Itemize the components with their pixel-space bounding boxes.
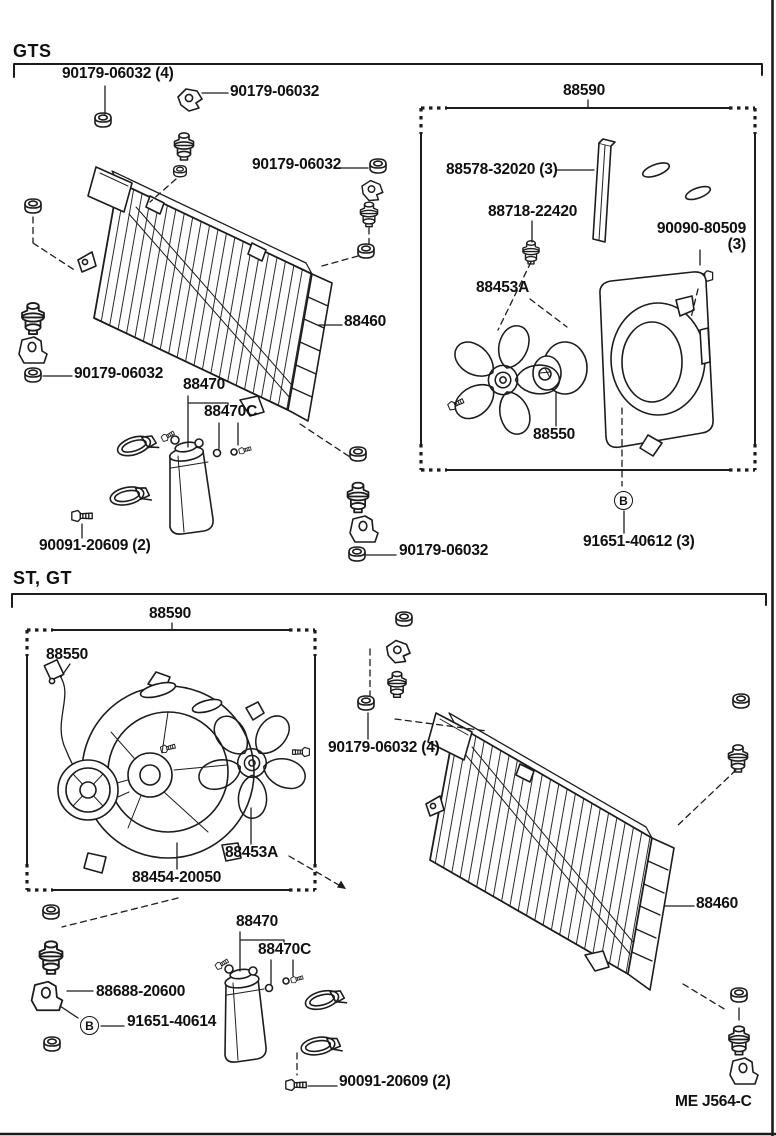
- part-label-screw-small-gts: 90090-80509 (3): [656, 220, 747, 254]
- part-label-clip-nut-gts-a: 90179-06032: [230, 83, 320, 100]
- pad-part: [684, 185, 712, 201]
- nut-part: [357, 243, 375, 259]
- clip-part: [177, 88, 203, 112]
- part-label-seal-strip-gts: 88578-32020 (3): [446, 161, 558, 178]
- fitting-ring-part: [264, 983, 274, 993]
- gts-receiver-drier-drawing: [160, 429, 214, 535]
- pad-part: [641, 162, 671, 178]
- part-label-receiver-st: 88470: [236, 913, 279, 930]
- gts-shroud-drawing: [599, 271, 714, 457]
- part-label-screw-small-qty: (3): [727, 236, 747, 254]
- grommet-part: [728, 1025, 750, 1056]
- section-title-st-gt: ST, GT: [13, 568, 73, 588]
- part-label-fan-gts: 88453A: [476, 279, 530, 296]
- part-label-clip-nut-qty4-st: 90179-06032 (4): [328, 739, 440, 756]
- st-receiver-drier-drawing: [214, 957, 267, 1063]
- part-label-condenser-st: 88460: [696, 895, 739, 912]
- part-label-bolt-b-gts: 91651-40612 (3): [583, 533, 695, 550]
- screw-part: [285, 1078, 307, 1092]
- nut-part: [172, 164, 188, 178]
- part-label-grommet-gts: 88718-22420: [488, 203, 578, 220]
- part-label-clip-nut-gts-c: 90179-06032: [74, 365, 164, 382]
- nut-part: [94, 112, 112, 128]
- screw-part: [292, 746, 310, 758]
- marker-b-gts: B: [614, 491, 633, 510]
- nut-part: [24, 367, 42, 383]
- grommet-part: [727, 744, 749, 773]
- st-gt-section-art: [11, 593, 767, 1092]
- part-label-clip-nut-qty4-gts: 90179-06032 (4): [62, 65, 174, 82]
- nut-part: [732, 693, 750, 709]
- fitting-ring-part: [282, 977, 290, 985]
- part-label-screw-small-number: 90090-80509: [656, 220, 746, 237]
- part-label-hose-clamp-screw-st: 90091-20609 (2): [339, 1073, 451, 1090]
- nut-part: [43, 1036, 61, 1052]
- bracket-part: [18, 336, 48, 364]
- gts-seal-strip-drawing: [592, 138, 616, 243]
- bracket-part: [349, 515, 379, 543]
- gts-dashed-lines: [32, 178, 699, 487]
- bracket-part: [729, 1057, 759, 1085]
- part-label-fan-motor-gts: 88550: [533, 426, 576, 443]
- part-label-hose-clamp-screw-gts: 90091-20609 (2): [39, 537, 151, 554]
- fitting-ring-part: [230, 448, 238, 456]
- part-label-fan-shroud-st: 88454-20050: [132, 869, 222, 886]
- gts-fan-motor-drawing: [532, 341, 588, 395]
- arrowhead: [337, 880, 346, 889]
- grommet-part: [387, 670, 407, 699]
- gts-condenser-drawing: [77, 166, 333, 422]
- nut-part: [730, 987, 748, 1003]
- hose-clamp-part: [298, 1032, 344, 1059]
- st-dashed-lines: [61, 648, 737, 1076]
- nut-part: [369, 158, 387, 174]
- part-label-receiver-gts: 88470: [183, 376, 226, 393]
- nut-part: [348, 546, 366, 562]
- st-condenser-drawing: [425, 712, 675, 991]
- drawing-code: ME J564-C: [675, 1093, 752, 1110]
- st-leader-lines: [59, 663, 740, 1087]
- grommet-part: [346, 481, 370, 514]
- gts-leader-lines: [42, 85, 701, 556]
- gts-section-art: [13, 63, 763, 562]
- nut-part: [349, 446, 367, 462]
- grommet-part: [359, 201, 379, 228]
- part-label-fan-assembly-gts: 88590: [563, 82, 606, 99]
- hose-clamp-part: [107, 482, 153, 510]
- section-title-gts: GTS: [13, 41, 52, 61]
- grommet-part: [38, 940, 64, 975]
- part-label-fan-motor-st: 88550: [46, 646, 89, 663]
- fitting-bolt-part: [237, 444, 253, 456]
- nut-part: [357, 695, 375, 711]
- part-label-fan-st: 88453A: [225, 844, 279, 861]
- fitting-ring-part: [212, 448, 222, 458]
- st-fan-assembly-box: [25, 622, 317, 892]
- part-label-clip-nut-gts-b: 90179-06032: [252, 156, 342, 173]
- grommet-part: [522, 240, 540, 265]
- st-fan-motor-drawing: [43, 658, 130, 821]
- grommet-part: [21, 302, 45, 336]
- part-label-bolt-b-st: 91651-40614: [127, 1013, 217, 1030]
- nut-part: [24, 198, 42, 214]
- hose-clamp-part: [114, 430, 160, 461]
- st-shroud-drawing: [81, 671, 265, 874]
- bracket-part: [30, 980, 64, 1012]
- part-label-bracket-st: 88688-20600: [96, 983, 186, 1000]
- grommet-part: [173, 132, 195, 161]
- marker-b-st: B: [80, 1016, 99, 1035]
- hose-clamp-part: [302, 985, 348, 1014]
- part-label-receiver-fitting-gts: 88470C: [204, 403, 258, 420]
- screw-part: [71, 509, 93, 523]
- part-label-receiver-fitting-st: 88470C: [258, 941, 312, 958]
- gts-fan-assembly-box: [419, 99, 757, 472]
- part-label-fan-assembly-st: 88590: [149, 605, 192, 622]
- clip-part: [383, 638, 413, 666]
- part-label-clip-nut-gts-d: 90179-06032: [399, 542, 489, 559]
- part-label-condenser-gts: 88460: [344, 313, 387, 330]
- clip-part: [358, 178, 386, 204]
- nut-part: [42, 904, 60, 920]
- nut-part: [395, 611, 413, 627]
